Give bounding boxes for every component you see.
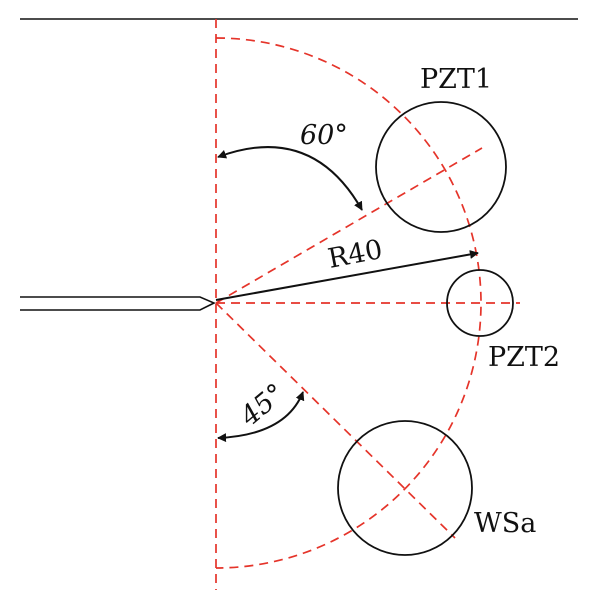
- angle-60-label: 60°: [300, 120, 348, 151]
- angle-45-label: 45°: [234, 378, 291, 433]
- notch: [20, 296, 216, 311]
- wsa-circle: [337, 420, 473, 556]
- pzt1-ray: [215, 147, 483, 304]
- pzt2-label: PZT2: [488, 342, 560, 373]
- wsa-label: WSa: [474, 508, 536, 539]
- wsa-ray: [215, 302, 456, 539]
- pzt1-circle: [375, 101, 507, 233]
- radius-label: R40: [325, 234, 385, 275]
- pzt1-label: PZT1: [420, 64, 492, 95]
- construction-lines: [215, 19, 520, 590]
- pzt2-circle: [446, 269, 514, 337]
- angle-45-arrow: [217, 391, 305, 443]
- radius-arrow: [215, 250, 479, 301]
- angle-60-arrow: [217, 146, 363, 211]
